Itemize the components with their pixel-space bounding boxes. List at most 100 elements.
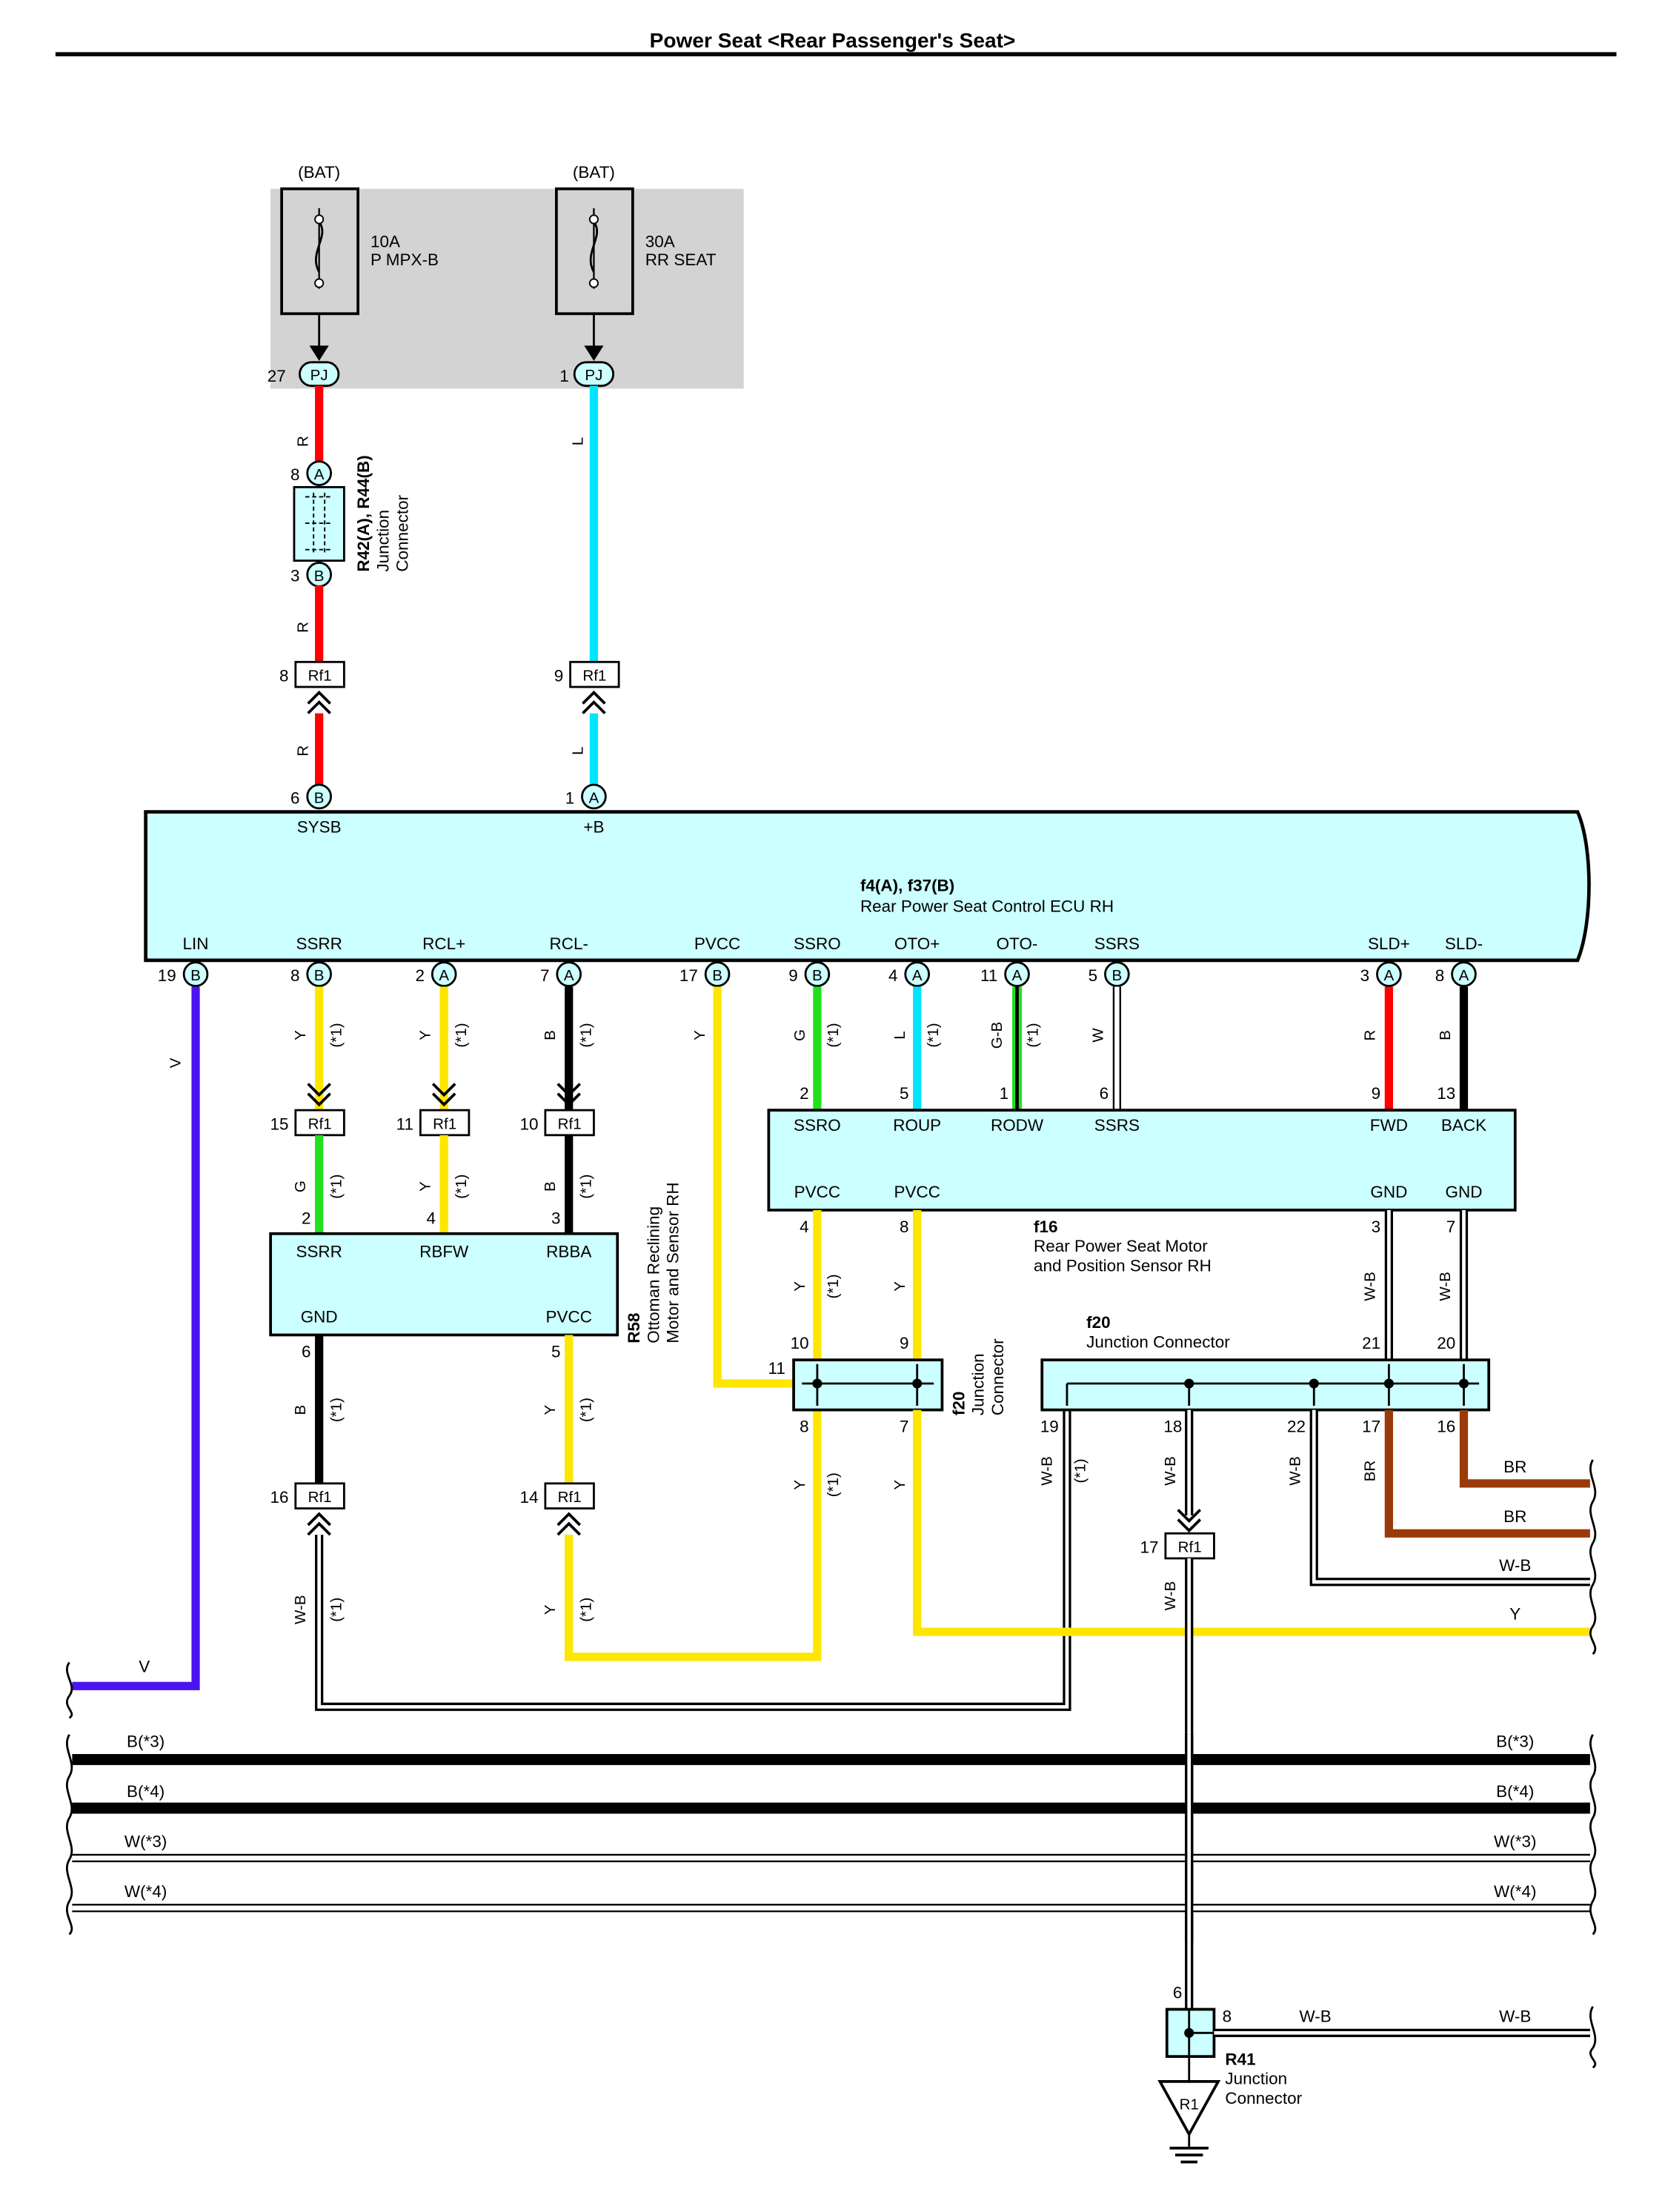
page-title: Power Seat <Rear Passenger's Seat> [650,29,1016,52]
ecu-rear-power-seat: B 6 SYSB A 1 +B f4(A), f37(B) Rear Power… [144,783,1591,963]
ecu-top-conn-2: A [589,789,599,806]
right-label-y: Y [1509,1604,1521,1623]
f16-desc1: Rear Power Seat Motor [1034,1237,1208,1255]
ecu-pin-label-otom: OTO- [997,934,1038,953]
wl-f16p8-y: Y [891,1281,908,1292]
wl-gnd-b: B [292,1405,309,1415]
fuse-1-pin: 27 [267,367,286,385]
ground-r1: R1 [1180,2096,1199,2113]
wl-f16p4-s: (*1) [825,1274,842,1298]
f20s-pin-8: 8 [800,1418,809,1436]
wire-sldm: B [1437,986,1469,1111]
ecu-conn-otop: A [912,967,923,984]
bus-b4-left: B(*4) [127,1782,164,1801]
wl-gnd-s2: (*1) [328,1598,345,1622]
f16-top-label-5: FWD [1370,1116,1408,1135]
f16-desc2: and Position Sensor RH [1034,1256,1212,1275]
bus-w4-right: W(*4) [1494,1882,1536,1901]
wire-ecu-pvcc: Y [691,986,794,1388]
f16-top-pin-4: 6 [1100,1084,1109,1103]
r58-pin-pvcc: 5 [551,1342,561,1361]
rf1-pin-15: 15 [270,1115,288,1133]
r41-wb-1: W-B [1299,2007,1331,2025]
right-label-br1: BR [1503,1458,1526,1476]
wl-f20l22-wb: W-B [1287,1456,1304,1486]
f16-top-label-6: BACK [1441,1116,1486,1135]
rf1-label-16: Rf1 [308,1489,332,1506]
fuse-p-mpx-b: (BAT) 10A P MPX-B 27 PJ [267,163,439,388]
wire-otop: L (*1) [891,986,942,1111]
wire-rclm: B (*1) Rf1 10 B (*1) [520,986,595,1234]
wl-rf17-wb: W-B [1162,1581,1179,1611]
f16-top-pin-1: 2 [800,1084,809,1103]
r58-ottoman-motor: 2 4 3 SSRR RBFW RBBA GND PVCC 6 5 R58 Ot… [269,1182,682,1361]
wl-f20s8-s: (*1) [825,1472,842,1497]
fuse-2-pin: 1 [559,367,569,385]
wire-label-r-2: R [295,622,312,633]
wl-f16g3-wb: W-B [1362,1272,1379,1301]
bus-b3-left: B(*3) [127,1733,164,1751]
ecu-conn-rclm: A [564,967,574,984]
bus-b4-right: B(*4) [1496,1782,1534,1801]
wire-label-r-3: R [295,745,312,757]
wire-f16-pvcc-8: Y [891,1209,922,1361]
fuse-2-source: (BAT) [573,163,615,182]
rf1-label-14: Rf1 [558,1489,582,1506]
ecu-pin-rclp: 2 [415,966,425,985]
f16-top-pin-2: 5 [900,1084,909,1103]
ecu-conn-rclp: A [439,967,449,984]
wl-ssrs-w: W [1090,1028,1107,1043]
ecu-conn-otom: A [1012,967,1023,984]
f16-top-label-1: SSRO [794,1116,841,1135]
f20l-pin-16: 16 [1437,1418,1455,1436]
ecu-conn-ssrr: B [314,967,325,984]
r58-label-gnd: GND [301,1308,338,1326]
r58-label-rbba: RBBA [546,1243,591,1261]
f16-bot-pin-2: 8 [900,1218,909,1236]
ecu-top-label-2: +B [583,818,604,837]
ecu-pin-ssrr: 8 [290,966,300,985]
f20-junction-small: 10 9 11 8 7 f20 Junction Connector [768,1334,1007,1435]
rf1-label-17: Rf1 [1178,1539,1202,1556]
wire-label-l-1: L [569,437,586,445]
wl-pvcc-s2: (*1) [578,1598,595,1622]
bus-w4-left: W(*4) [124,1882,167,1901]
f16-bot-label-3: GND [1370,1183,1407,1201]
r58-desc1: Ottoman Reclining [644,1206,662,1344]
f20s-desc1: Junction [969,1353,988,1415]
ecu-pin-lin: 19 [158,966,176,985]
fuse-1-name: P MPX-B [370,250,439,269]
bus-w3-left: W(*3) [124,1832,167,1850]
ecu-conn-sldm: A [1459,967,1469,984]
f20s-id: f20 [949,1392,968,1415]
f16-bot-label-2: PVCC [894,1183,940,1201]
fuse-1-conn: PJ [310,367,328,384]
wire-r58-pvcc: Y (*1) Rf1 14 Y (*1) [520,1335,822,1661]
f16-top-pin-5: 9 [1372,1084,1381,1103]
right-label-br2: BR [1503,1507,1526,1526]
fuse-1-rating: 10A [370,232,400,250]
wire-rclp: Y (*1) Rf1 11 Y (*1) [396,986,471,1234]
r41-junction: 6 8 W-B W-B R41 Junction Connector R1 [1157,1984,1597,2164]
rf1-pin-17: 17 [1140,1538,1159,1556]
ecu-pin-label-ssrr: SSRR [296,934,342,953]
ecu-pin-label-sldm: SLD- [1445,934,1483,953]
ecu-top-pin-2: 1 [565,788,575,807]
wl-f20l17-br: BR [1362,1461,1379,1482]
rf1-label-11: Rf1 [433,1115,456,1132]
wl-f16p4-y: Y [791,1281,808,1292]
f20-junction-large: f20 Junction Connector 21 20 19 18 22 17… [1040,1313,1491,1436]
wire-r58-gnd: B (*1) Rf1 16 W-B (*1) [270,1335,1071,1711]
wire-f16-pvcc-4: Y (*1) [791,1209,842,1361]
wl-rclp-s2: (*1) [453,1175,470,1199]
ecu-pin-label-rclp: RCL+ [422,934,465,953]
ecu-conn-pvcc: B [712,967,722,984]
bus-b3-right: B(*3) [1496,1733,1534,1751]
ecu-conn-sldp: A [1384,967,1395,984]
wl-rclm-b2: B [542,1181,559,1192]
f20l-desc: Junction Connector [1086,1332,1230,1351]
f20l-pin-19: 19 [1040,1418,1059,1436]
right-label-wb: W-B [1499,1556,1531,1575]
wl-ssrr-s1: (*1) [328,1023,345,1047]
